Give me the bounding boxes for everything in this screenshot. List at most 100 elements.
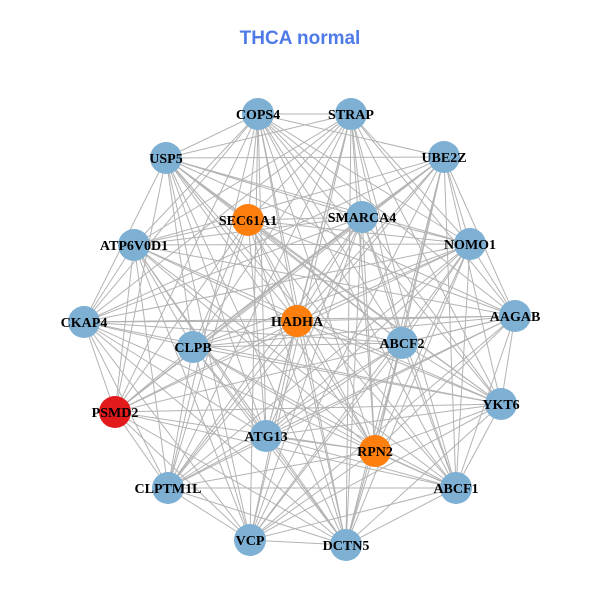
edge-COPS4-PSMD2 — [114, 113, 259, 413]
edge-COPS4-USP5 — [165, 113, 259, 159]
node-clptm1l: CLPTM1L — [135, 472, 201, 504]
node-label: COPS4 — [236, 108, 280, 123]
edge-SMARCA4-DCTN5 — [345, 216, 363, 546]
node-circle — [150, 142, 182, 174]
edge-CKAP4-DCTN5 — [83, 321, 347, 546]
node-atp6v0d1: ATP6V0D1 — [100, 229, 168, 261]
node-circle — [386, 327, 418, 359]
edge-USP5-DCTN5 — [165, 157, 347, 546]
edge-UBE2Z-HADHA — [296, 156, 445, 322]
edge-PSMD2-YKT6 — [114, 403, 502, 413]
node-label: AAGAB — [490, 310, 541, 325]
edge-NOMO1-VCP — [249, 243, 471, 541]
figure-title: THCA normal — [239, 28, 361, 49]
node-clpb: CLPB — [174, 331, 212, 363]
edge-CKAP4-VCP — [83, 321, 251, 541]
edge-SMARCA4-CLPTM1L — [167, 216, 363, 489]
node-abcf1: ABCF1 — [433, 472, 479, 504]
edge-ABCF2-VCP — [249, 342, 403, 541]
edge-STRAP-RPN2 — [350, 113, 376, 452]
node-smarca4: SMARCA4 — [328, 201, 396, 233]
edge-NOMO1-CKAP4 — [83, 243, 471, 323]
edge-SEC61A1-SMARCA4 — [247, 216, 363, 221]
node-vcp: VCP — [234, 524, 266, 556]
node-label: UBE2Z — [421, 151, 466, 166]
node-circle — [346, 201, 378, 233]
edge-ATG13-CLPTM1L — [167, 435, 267, 489]
edge-ATP6V0D1-CLPB — [133, 244, 194, 348]
node-circle — [234, 524, 266, 556]
node-label: PSMD2 — [92, 406, 139, 421]
edge-PSMD2-RPN2 — [114, 411, 376, 452]
edge-NOMO1-CLPB — [192, 243, 471, 348]
edge-COPS4-SEC61A1 — [247, 113, 259, 221]
edge-RPN2-VCP — [249, 450, 376, 541]
edge-UBE2Z-CKAP4 — [83, 156, 445, 323]
edge-CLPB-ABCF1 — [192, 346, 457, 489]
node-aagab: AAGAB — [490, 300, 541, 332]
edge-HADHA-YKT6 — [296, 320, 502, 405]
edge-AAGAB-RPN2 — [374, 315, 516, 452]
node-label: SMARCA4 — [328, 211, 396, 226]
edge-USP5-PSMD2 — [114, 157, 167, 413]
edge-HADHA-DCTN5 — [296, 320, 347, 546]
edge-USP5-ATG13 — [165, 157, 267, 437]
edge-CKAP4-CLPB — [83, 321, 194, 348]
edge-STRAP-ABCF1 — [350, 113, 457, 489]
edge-RPN2-CLPTM1L — [167, 450, 376, 489]
node-usp5: USP5 — [149, 142, 183, 174]
edge-COPS4-HADHA — [257, 113, 298, 322]
node-circle — [68, 306, 100, 338]
edge-COPS4-AAGAB — [257, 113, 516, 317]
edge-STRAP-AAGAB — [350, 113, 516, 317]
edge-CKAP4-ATG13 — [83, 321, 267, 437]
node-label: VCP — [236, 534, 265, 549]
node-label: CKAP4 — [61, 316, 108, 331]
edge-CLPB-CLPTM1L — [167, 346, 194, 489]
edge-SMARCA4-PSMD2 — [114, 216, 363, 413]
node-strap: STRAP — [328, 98, 374, 130]
edge-SEC61A1-PSMD2 — [114, 219, 249, 413]
edge-YKT6-VCP — [249, 403, 502, 541]
edge-SMARCA4-RPN2 — [361, 216, 376, 452]
edge-ATP6V0D1-AAGAB — [133, 244, 516, 317]
edge-PSMD2-ABCF1 — [114, 411, 457, 489]
edge-NOMO1-ABCF2 — [401, 243, 471, 344]
node-label: DCTN5 — [323, 539, 370, 554]
edge-STRAP-CKAP4 — [83, 113, 352, 323]
edge-CLPB-VCP — [192, 346, 251, 541]
edge-HADHA-CLPTM1L — [167, 320, 298, 489]
edge-COPS4-YKT6 — [257, 113, 502, 405]
edge-ATP6V0D1-VCP — [133, 244, 251, 541]
edge-YKT6-ATG13 — [265, 403, 502, 437]
edge-ABCF1-VCP — [249, 487, 457, 541]
edge-ATP6V0D1-RPN2 — [133, 244, 376, 452]
node-circle — [499, 300, 531, 332]
node-circle — [177, 331, 209, 363]
edge-CLPTM1L-DCTN5 — [167, 487, 347, 546]
edge-CLPB-ABCF2 — [192, 342, 403, 348]
node-label: NOMO1 — [444, 238, 496, 253]
edge-STRAP-SMARCA4 — [350, 113, 363, 218]
edge-COPS4-CKAP4 — [83, 113, 259, 323]
edge-CKAP4-YKT6 — [83, 321, 502, 405]
edge-SEC61A1-CLPB — [192, 219, 249, 348]
edge-STRAP-CLPB — [192, 113, 352, 348]
edge-SMARCA4-NOMO1 — [361, 216, 471, 245]
edge-CLPB-RPN2 — [192, 346, 376, 452]
node-label: USP5 — [149, 152, 182, 167]
node-label: RPN2 — [357, 445, 393, 460]
edge-ATG13-ABCF1 — [265, 435, 457, 489]
edge-USP5-HADHA — [165, 157, 298, 322]
node-hadha: HADHA — [271, 305, 324, 337]
node-label: SEC61A1 — [219, 214, 277, 229]
edge-SMARCA4-ABCF2 — [361, 216, 403, 344]
edge-ABCF1-DCTN5 — [345, 487, 457, 546]
edge-SEC61A1-ABCF2 — [247, 219, 403, 344]
node-label: HADHA — [271, 315, 324, 330]
edge-ABCF2-YKT6 — [401, 342, 502, 405]
node-circle — [440, 472, 472, 504]
edge-SMARCA4-ATG13 — [265, 216, 363, 437]
